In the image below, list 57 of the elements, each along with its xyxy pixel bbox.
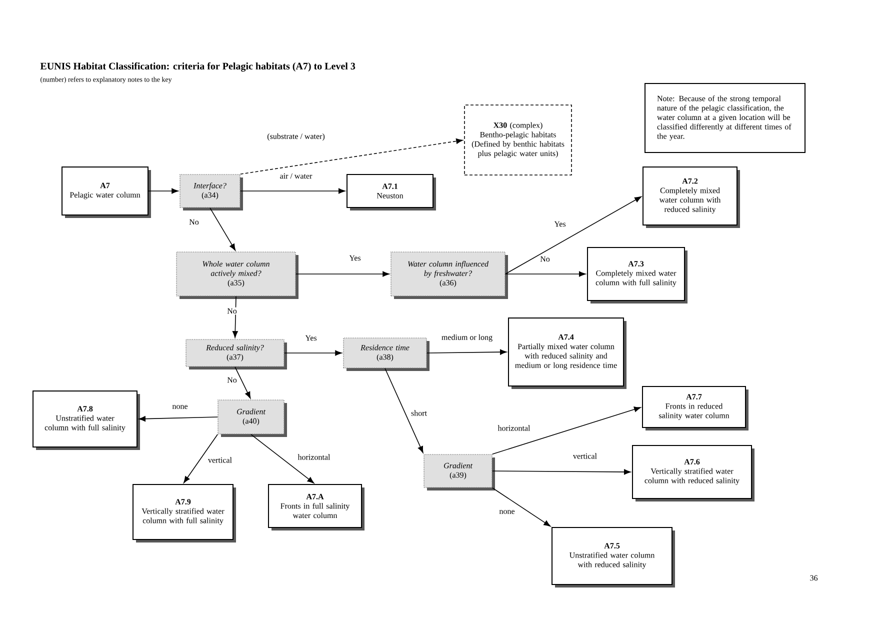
arrow bbox=[148, 188, 178, 194]
habitat-box: A7 Pelagic water column bbox=[62, 166, 151, 218]
edge-label: No bbox=[226, 307, 238, 315]
edge-label: short bbox=[410, 409, 428, 417]
habitat-box: A7.1 Neuston bbox=[346, 174, 436, 210]
habitat-box: A7.5 Unstratified water column with reduced salinity bbox=[552, 527, 675, 588]
arrow bbox=[210, 208, 236, 251]
edge-label: No bbox=[188, 218, 200, 226]
habitat-box: A7.4 Partially mixed water column with reduced salinity and medium or long residence time bbox=[508, 318, 626, 389]
habitat-box: A7.9 Vertically stratified water column with full salinity bbox=[132, 484, 236, 542]
decision-box: Gradient (a40) bbox=[218, 400, 287, 437]
edge-label: Yes bbox=[348, 254, 362, 262]
decision-box: Residence time (a38) bbox=[343, 338, 430, 371]
edge-label: Yes bbox=[304, 334, 318, 342]
edge-label: medium or long bbox=[440, 333, 494, 343]
edge-label: No bbox=[226, 376, 238, 384]
arrow bbox=[296, 271, 390, 277]
edge-label: horizontal bbox=[496, 424, 532, 432]
decision-box: Water column influenced by freshwater? (a36) bbox=[390, 252, 508, 299]
arrow bbox=[384, 368, 424, 453]
edge-label: Yes bbox=[553, 220, 567, 228]
decision-box: Reduced salinity? (a37) bbox=[186, 339, 287, 370]
habitat-box: X30 (complex) Bentho-pelagic habitats (Defined by benthic habitats plus pelagic water units) bbox=[464, 104, 572, 176]
edge-label: none bbox=[498, 509, 516, 515]
edge-label: vertical bbox=[572, 452, 598, 460]
edge-label: No bbox=[539, 255, 551, 263]
arrow bbox=[240, 138, 463, 174]
arrow bbox=[492, 406, 641, 454]
note-box: Note: Because of the strong temporal nature of the pelagic classification, the water column at a given location will be classified differently at different times of the year. bbox=[644, 83, 806, 153]
arrow bbox=[184, 434, 218, 484]
arrow bbox=[138, 416, 218, 422]
edge-label: none bbox=[171, 404, 189, 410]
arrow bbox=[240, 188, 346, 194]
habitat-box: A7.2 Completely mixed water column with reduced salinity bbox=[642, 166, 740, 228]
arrow bbox=[505, 196, 642, 274]
arrow bbox=[250, 434, 314, 484]
arrow bbox=[426, 349, 507, 355]
arrow bbox=[492, 469, 631, 475]
decision-box: Interface? (a34) bbox=[180, 174, 243, 210]
arrow bbox=[492, 488, 551, 526]
decision-box: Gradient (a39) bbox=[424, 454, 495, 490]
edge-label: horizontal bbox=[296, 453, 332, 461]
page-number: 36 bbox=[810, 575, 818, 581]
arrow bbox=[505, 271, 586, 277]
habitat-box: A7.A Fronts in full salinity water column bbox=[268, 484, 364, 530]
title: EUNIS Habitat Classification: criteria for Pelagic habitats (A7) to Level 3 bbox=[40, 62, 356, 72]
decision-box: Whole water column actively mixed? (a35) bbox=[176, 252, 298, 299]
arrow bbox=[232, 296, 238, 338]
edge-label: vertical bbox=[207, 456, 233, 464]
habitat-box: A7.7 Fronts in reduced salinity water column bbox=[642, 386, 748, 430]
arrow bbox=[234, 366, 251, 399]
habitat-box: A7.8 Unstratified water column with full salinity bbox=[32, 390, 140, 450]
edge-label: air / water bbox=[278, 172, 314, 180]
habitat-box: A7.3 Completely mixed water column with full salinity bbox=[587, 247, 688, 304]
habitat-box: A7.6 Vertically stratified water column with reduced salinity bbox=[632, 445, 754, 502]
edge-label: (substrate / water) bbox=[266, 132, 326, 142]
arrow bbox=[284, 350, 342, 356]
